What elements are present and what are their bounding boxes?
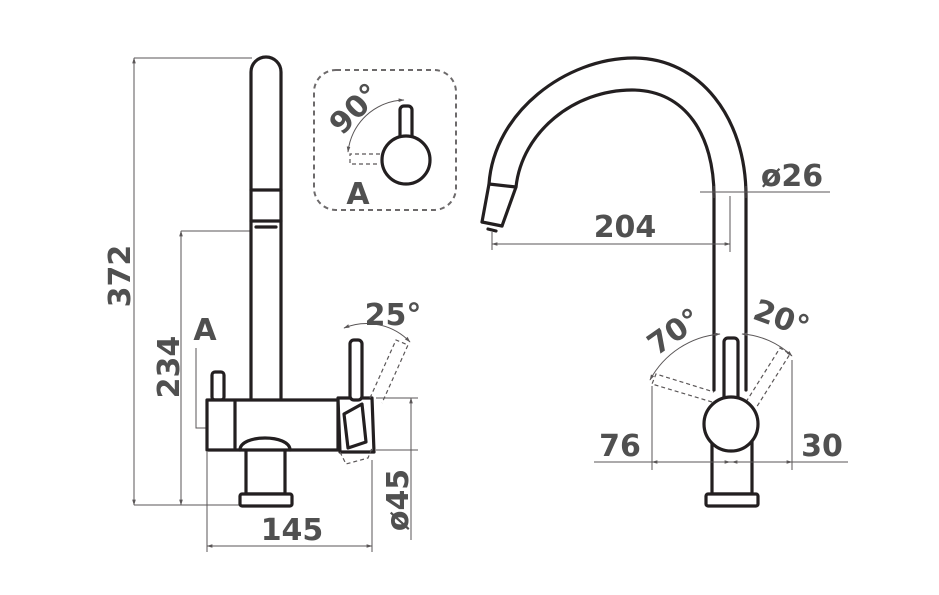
main-handle — [348, 338, 364, 402]
front-handle — [722, 336, 740, 404]
spray-nozzle — [486, 227, 498, 233]
handle-swing-right — [745, 347, 791, 409]
dim-234-label: 234 — [152, 336, 187, 399]
mixer-body — [205, 398, 340, 452]
dim-204-label: 204 — [594, 210, 657, 245]
angle-90-arc — [346, 98, 405, 153]
detail-a-knob — [380, 134, 432, 186]
main-handle-tilted — [369, 339, 409, 404]
dim-372-label: 372 — [103, 245, 138, 308]
angle-90-label: 90° — [323, 77, 388, 142]
handle-swing-left — [651, 373, 715, 403]
angle-20-arc — [741, 332, 793, 357]
cartridge-detail — [342, 402, 368, 450]
section-a-label: A — [193, 313, 217, 348]
dim-45-label: ø45 — [381, 469, 416, 531]
front-view: 204 ø26 70° 20° 76 30 — [480, 56, 848, 508]
angle-20-label: 20° — [749, 293, 814, 345]
side-view: 372 234 A 25° — [103, 55, 422, 552]
dim-30-label: 30 — [801, 429, 843, 464]
angle-70-arc — [649, 332, 721, 381]
cap-tilted — [339, 447, 373, 465]
spout-inner — [500, 88, 716, 392]
detail-a-title: A — [346, 177, 370, 212]
base-stem — [244, 446, 287, 496]
front-knob — [702, 395, 760, 453]
base-flange — [238, 492, 294, 508]
dim-76-label: 76 — [599, 429, 641, 464]
detail-a-frame — [313, 69, 457, 211]
spout-outer — [480, 56, 748, 392]
body-waist — [238, 436, 292, 452]
detail-a-inset: 90° A — [313, 69, 457, 212]
front-base-flange — [704, 492, 760, 508]
section-a-leader — [195, 348, 210, 429]
dim-26-label: ø26 — [761, 159, 823, 194]
angle-70-label: 70° — [641, 302, 708, 363]
spray-head-tip — [480, 220, 504, 228]
angle-25-label: 25° — [365, 298, 422, 333]
side-handle-filter — [210, 370, 226, 402]
angle-25-arc — [343, 323, 411, 343]
spray-head-joint — [487, 182, 518, 189]
dim-145-label: 145 — [261, 513, 324, 548]
detail-a-lever-rotated — [349, 153, 380, 165]
